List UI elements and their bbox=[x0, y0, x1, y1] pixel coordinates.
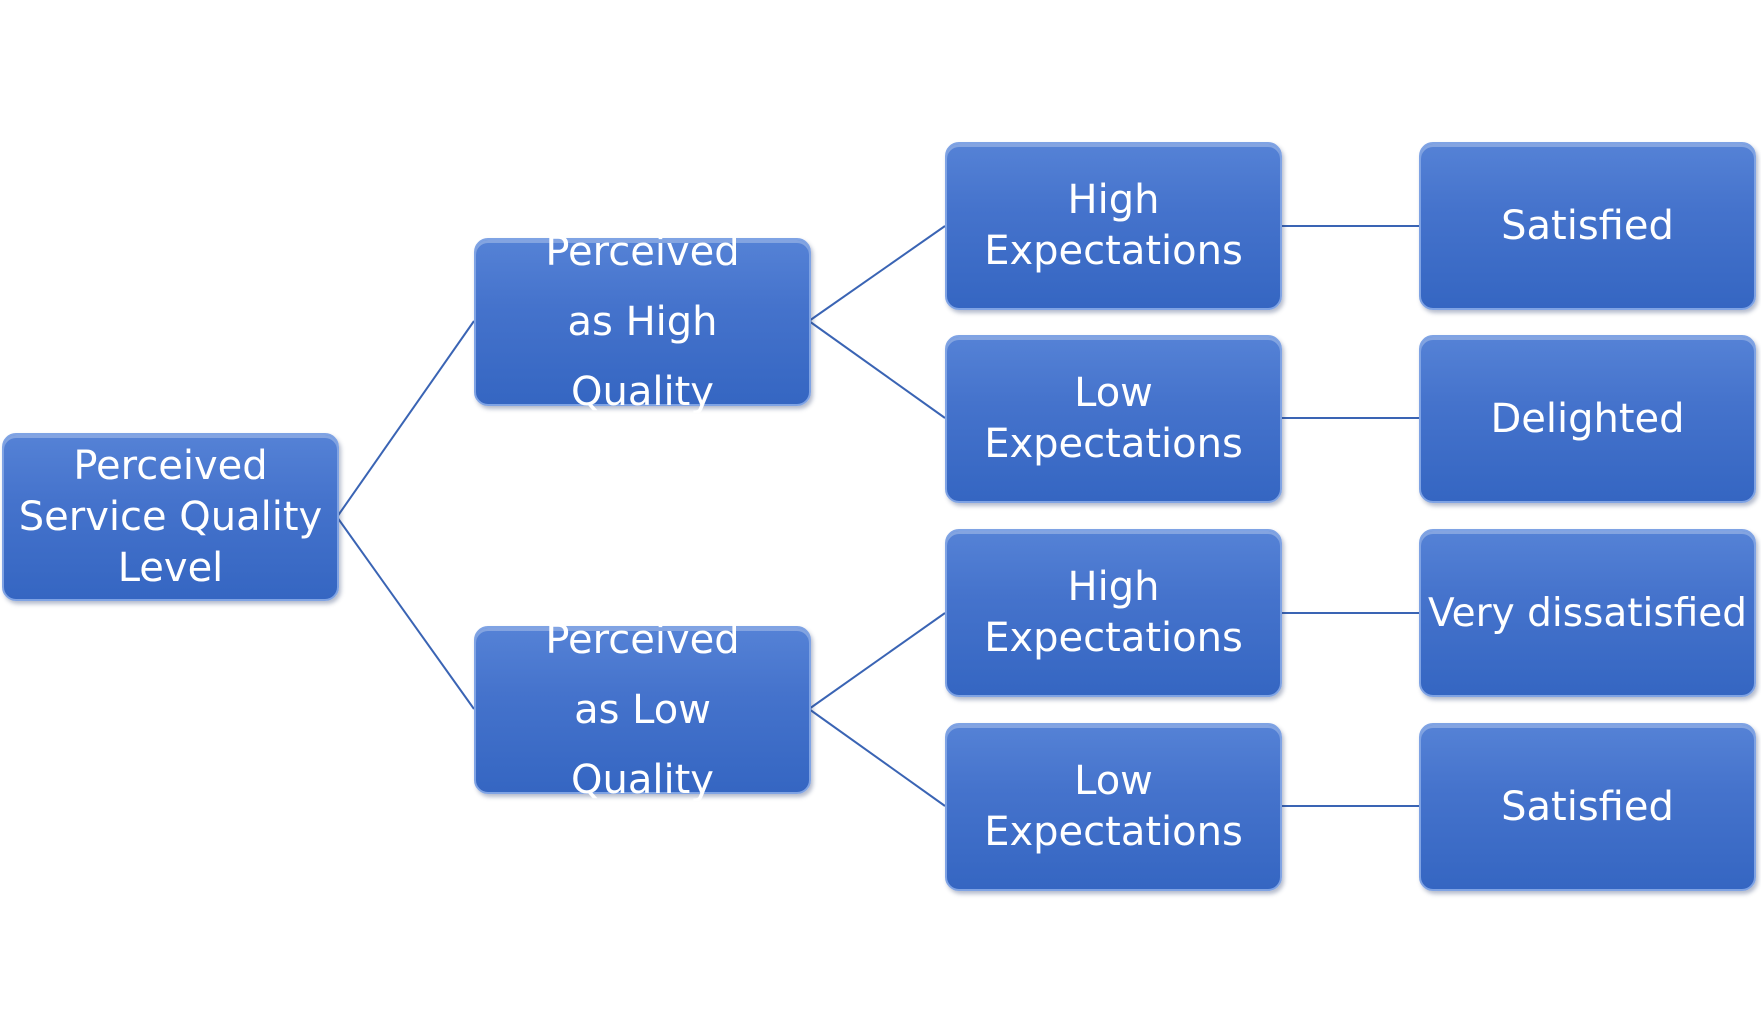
outcome-node-delighted: Delighted bbox=[1419, 335, 1756, 503]
branch-label-low-quality: Perceived as Low Quality bbox=[545, 617, 740, 803]
expectation-label: Low Expectations bbox=[984, 370, 1243, 467]
expectation-node-lq-low: Low Expectations bbox=[945, 723, 1282, 891]
connector-lq-high-exp bbox=[808, 612, 946, 710]
root-label: Perceived Service Quality Level bbox=[18, 442, 323, 591]
connector-hq-high-exp bbox=[808, 225, 946, 322]
expectation-node-hq-low: Low Expectations bbox=[945, 335, 1282, 503]
expectation-node-hq-high: High Expectations bbox=[945, 142, 1282, 310]
expectation-label: High Expectations bbox=[984, 564, 1243, 661]
connector-root-high-quality bbox=[336, 320, 475, 518]
connector-lq-low-exp bbox=[808, 708, 946, 807]
root-node: Perceived Service Quality Level bbox=[2, 433, 339, 601]
branch-label-high-quality: Perceived as High Quality bbox=[545, 229, 740, 415]
expectation-label: High Expectations bbox=[984, 177, 1243, 274]
outcome-node-satisfied-1: Satisfied bbox=[1419, 142, 1756, 310]
connector-hq-low-exp bbox=[808, 320, 946, 419]
branch-node-low-quality: Perceived as Low Quality bbox=[474, 617, 811, 803]
outcome-node-satisfied-2: Satisfied bbox=[1419, 723, 1756, 891]
expectation-node-lq-high: High Expectations bbox=[945, 529, 1282, 697]
connector-root-low-quality bbox=[336, 516, 475, 710]
outcome-label: Satisfied bbox=[1501, 783, 1674, 830]
branch-node-high-quality: Perceived as High Quality bbox=[474, 229, 811, 415]
outcome-label: Satisfied bbox=[1501, 202, 1674, 249]
expectation-label: Low Expectations bbox=[984, 758, 1243, 855]
outcome-label: Very dissatisfied bbox=[1427, 590, 1748, 636]
outcome-label: Delighted bbox=[1490, 395, 1685, 442]
outcome-node-very-dissatisfied: Very dissatisfied bbox=[1419, 529, 1756, 697]
